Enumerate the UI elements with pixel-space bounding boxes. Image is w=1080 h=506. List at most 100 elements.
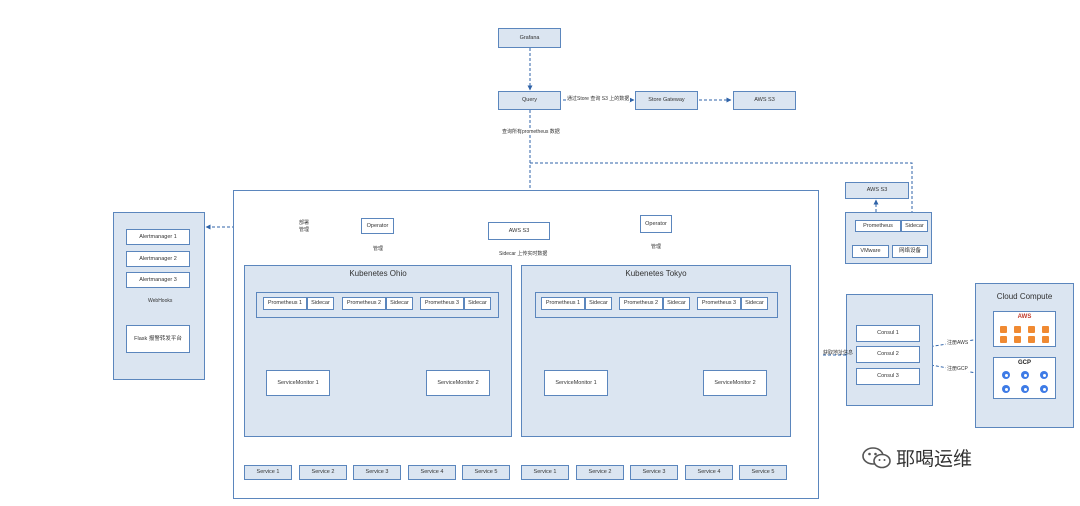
gcp-instance-icon (1002, 385, 1010, 393)
gcp-cloud-title: GCP (1017, 360, 1031, 366)
kubernetes-ohio-region: Kubenetes Ohio (244, 265, 512, 437)
grafana-label: Grafana (519, 34, 540, 41)
aws-instance-icon (1000, 336, 1007, 343)
store-gateway-label: Store Gateway (648, 97, 685, 104)
consul-1-node: Consul 1 (856, 325, 920, 342)
aws-cloud-box: AWS (993, 311, 1056, 347)
gcp-instance-icon (1021, 385, 1029, 393)
register-aws-label: 注册AWS (946, 339, 970, 346)
sidecar-3-tokyo-label: Sidecar (745, 300, 764, 307)
aws-s3-mid-label: AWS S3 (508, 227, 530, 234)
service-3-ohio-label: Service 3 (365, 469, 389, 476)
servicemonitor-2-ohio: ServiceMonitor 2 (426, 370, 490, 396)
fetch-cluster-info-label: 获取地址信息 (823, 350, 854, 356)
manage-ohio-label: 管理 (372, 245, 385, 252)
servicemonitor-1-ohio: ServiceMonitor 1 (266, 370, 330, 396)
query-label: Query (522, 97, 537, 104)
service-5-ohio-label: Service 5 (474, 469, 498, 476)
prometheus-3-ohio-label: Prometheus 3 (424, 300, 460, 307)
service-2-ohio: Service 2 (299, 465, 347, 480)
alertmanager-3-node: Alertmanager 3 (126, 272, 190, 288)
deploy-manage-label: 部署 管理 (298, 220, 312, 233)
sidecar-external: Sidecar (901, 220, 928, 232)
aws-s3-right-label: AWS S3 (866, 187, 888, 194)
alertmanager-1-label: Alertmanager 1 (139, 233, 177, 240)
aws-instance-icon (1014, 336, 1021, 343)
servicemonitor-2-tokyo-label: ServiceMonitor 2 (714, 379, 756, 386)
sidecar-3-ohio-label: Sidecar (468, 300, 487, 307)
vmware-label: VMware (860, 248, 881, 255)
prometheus-1-ohio: Prometheus 1 (263, 297, 307, 310)
service-1-tokyo: Service 1 (521, 465, 569, 480)
alertmanager-3-label: Alertmanager 3 (139, 276, 177, 283)
manage-tokyo-label: 管理 (650, 243, 663, 250)
cloud-compute-title: Cloud Compute (996, 292, 1053, 301)
prometheus-3-tokyo-label: Prometheus 3 (701, 300, 737, 307)
service-4-ohio-label: Service 4 (420, 469, 444, 476)
alertmanager-1-node: Alertmanager 1 (126, 229, 190, 245)
prometheus-2-ohio-label: Prometheus 2 (346, 300, 382, 307)
cloud-compute-region: Cloud Compute (975, 283, 1074, 428)
alertmanager-2-node: Alertmanager 2 (126, 251, 190, 267)
service-2-ohio-label: Service 2 (311, 469, 335, 476)
servicemonitor-1-tokyo: ServiceMonitor 1 (544, 370, 608, 396)
service-3-tokyo: Service 3 (630, 465, 678, 480)
servicemonitor-2-tokyo: ServiceMonitor 2 (703, 370, 767, 396)
watermark: 耶喝运维 (862, 444, 972, 471)
sidecar-3-tokyo: Sidecar (741, 297, 768, 310)
consul-2-node: Consul 2 (856, 346, 920, 363)
aws-instance-icon (1028, 326, 1035, 333)
consul-3-node: Consul 3 (856, 368, 920, 385)
kubernetes-tokyo-region: Kubenetes Tokyo (521, 265, 791, 437)
consul-2-label: Consul 2 (877, 351, 899, 358)
service-2-tokyo-label: Service 2 (588, 469, 612, 476)
aws-instance-icon (1042, 336, 1049, 343)
operator-ohio-label: Operator (366, 222, 389, 229)
prometheus-1-tokyo-label: Prometheus 1 (545, 300, 581, 307)
service-3-ohio: Service 3 (353, 465, 401, 480)
operator-ohio-node: Operator (361, 218, 394, 234)
operator-tokyo-node: Operator (640, 215, 672, 233)
network-device-node: 网络设备 (892, 245, 928, 258)
service-1-ohio: Service 1 (244, 465, 292, 480)
prometheus-3-tokyo: Prometheus 3 (697, 297, 741, 310)
vmware-node: VMware (852, 245, 889, 258)
sidecar-1-tokyo-label: Sidecar (589, 300, 608, 307)
consul-3-label: Consul 3 (877, 373, 899, 380)
aws-instance-icon (1028, 336, 1035, 343)
wechat-icon (862, 446, 891, 468)
service-5-tokyo-label: Service 5 (751, 469, 775, 476)
store-gateway-node: Store Gateway (635, 91, 698, 110)
aws-cloud-title: AWS (1017, 314, 1032, 320)
kubernetes-tokyo-title: Kubenetes Tokyo (625, 269, 687, 278)
service-3-tokyo-label: Service 3 (642, 469, 666, 476)
prometheus-1-tokyo: Prometheus 1 (541, 297, 585, 310)
aws-s3-top-label: AWS S3 (754, 97, 775, 104)
servicemonitor-2-ohio-label: ServiceMonitor 2 (437, 379, 479, 386)
service-4-tokyo: Service 4 (685, 465, 733, 480)
prometheus-2-tokyo: Prometheus 2 (619, 297, 663, 310)
gcp-instance-icon (1021, 371, 1029, 379)
prometheus-3-ohio: Prometheus 3 (420, 297, 464, 310)
consul-1-label: Consul 1 (877, 330, 899, 337)
network-device-label: 网络设备 (898, 248, 921, 255)
aws-s3-right-node: AWS S3 (845, 182, 909, 199)
sidecar-2-ohio: Sidecar (386, 297, 413, 310)
servicemonitor-1-ohio-label: ServiceMonitor 1 (277, 379, 319, 386)
prometheus-2-ohio: Prometheus 2 (342, 297, 386, 310)
query-node: Query (498, 91, 561, 110)
register-gcp-label: 注册GCP (946, 365, 969, 372)
servicemonitor-1-tokyo-label: ServiceMonitor 1 (555, 379, 597, 386)
aws-s3-mid-node: AWS S3 (488, 222, 550, 240)
service-5-ohio: Service 5 (462, 465, 510, 480)
service-4-tokyo-label: Service 4 (697, 469, 721, 476)
service-2-tokyo: Service 2 (576, 465, 624, 480)
sidecar-upload-label: Sidecar 上传实时数据 (498, 250, 549, 257)
sidecar-2-tokyo: Sidecar (663, 297, 690, 310)
prometheus-external: Prometheus (855, 220, 901, 232)
sidecar-2-tokyo-label: Sidecar (667, 300, 686, 307)
flask-platform-label: Flask 报警转发平台 (134, 335, 182, 342)
watermark-text: 耶喝运维 (896, 449, 973, 470)
prometheus-1-ohio-label: Prometheus 1 (267, 300, 303, 307)
service-4-ohio: Service 4 (408, 465, 456, 480)
